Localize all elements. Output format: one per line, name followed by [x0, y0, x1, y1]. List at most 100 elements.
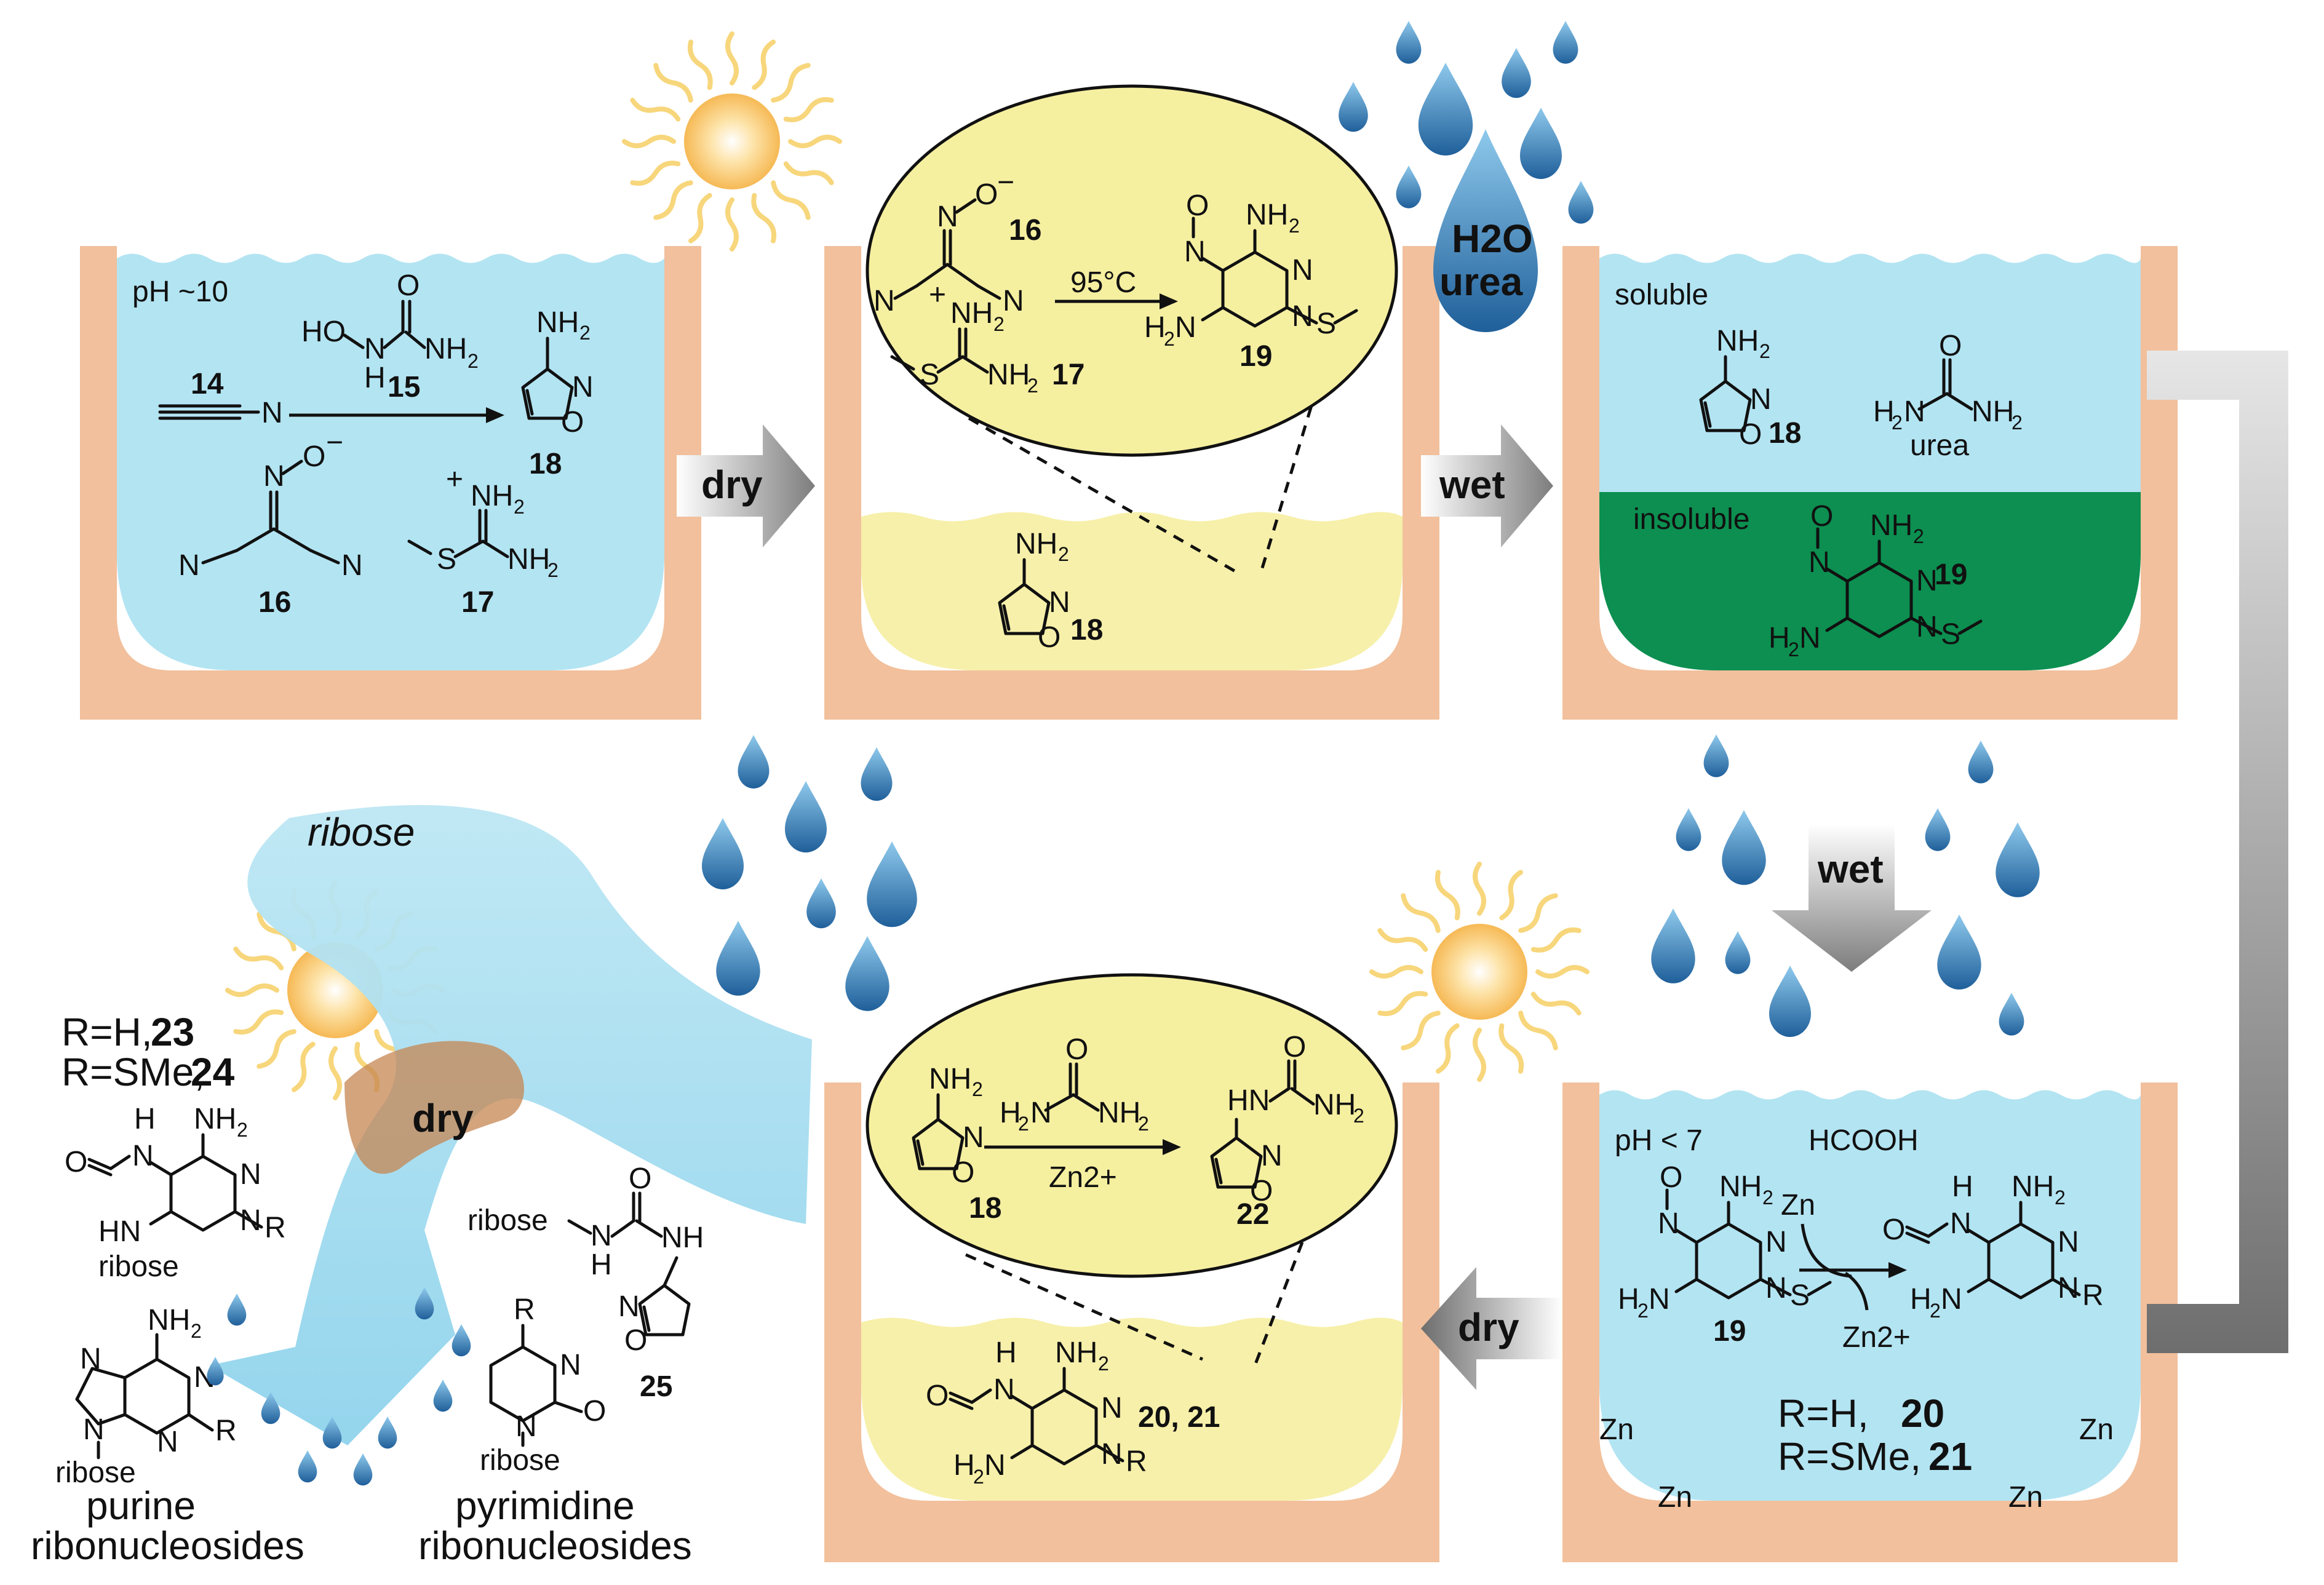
svg-text:HN: HN: [1227, 1084, 1270, 1117]
clay-basin: [1562, 1082, 2178, 1562]
clay-basin: [1562, 246, 2178, 720]
urea-structure: O H 2 N NH 2: [1000, 1033, 1149, 1135]
svg-text:N: N: [83, 1413, 105, 1446]
zinc-ion-arrow: [1844, 1271, 1869, 1311]
svg-text:R: R: [1126, 1445, 1147, 1478]
dry-label: dry: [412, 1096, 474, 1140]
sun-ray: [1499, 870, 1523, 921]
svg-text:R: R: [215, 1415, 237, 1447]
panel-5-dry-pool: NH 2 N O 18 O H 2 N NH 2 Zn2+ HN: [824, 973, 1439, 1562]
sun-ray: [751, 193, 776, 244]
svg-text:H: H: [134, 1103, 156, 1135]
zoom-guide: [968, 416, 1238, 574]
compound-16-label: 16: [1009, 214, 1041, 247]
water: [117, 253, 664, 670]
raindrop-icon: [1520, 108, 1562, 179]
raindrop-icon: [1999, 993, 2024, 1036]
raindrop-icon: [1433, 129, 1538, 332]
svg-text:ribose: ribose: [98, 1250, 179, 1283]
svg-text:N: N: [364, 333, 386, 365]
raindrop-icon: [867, 841, 917, 928]
compound-20-label: 20: [1901, 1391, 1944, 1436]
r-sme-label: R=SMe,: [1778, 1434, 1921, 1479]
sun-ray: [233, 1009, 284, 1035]
raindrop-icon: [433, 1380, 453, 1412]
svg-text:O: O: [65, 1146, 87, 1178]
svg-text:+: +: [929, 279, 946, 311]
formamido-pyrimidine-structure: NH 2 N N R N H O H 2 N: [926, 1337, 1147, 1488]
sun-ray: [1369, 965, 1423, 979]
sun-ray: [653, 63, 693, 103]
svg-text:NH: NH: [1313, 1089, 1356, 1121]
dry-transition-arrow: dry: [677, 424, 815, 547]
svg-text:S: S: [1941, 618, 1960, 651]
svg-text:NH: NH: [661, 1222, 704, 1254]
svg-text:N: N: [1049, 586, 1070, 619]
svg-text:N: N: [1292, 254, 1313, 287]
purine-label-line1: purine: [86, 1484, 196, 1528]
raindrop-icon: [1925, 808, 1951, 851]
block-arrow-icon: [1421, 1267, 1562, 1390]
compound-18-label: 18: [1070, 614, 1103, 646]
block-arrow-icon: [1421, 424, 1553, 547]
ribosyl-isoxazolyl-urea-structure: ribose N H O NH N O 25: [468, 1162, 704, 1403]
svg-text:−: −: [997, 166, 1014, 199]
svg-text:N: N: [1175, 311, 1196, 344]
svg-text:N: N: [1799, 622, 1821, 654]
aminoisoxazole-structure: NH 2 N O 18: [1699, 325, 1801, 451]
wet-label: wet: [1817, 847, 1884, 891]
urea-label: urea: [1439, 260, 1523, 304]
raindrop-icon: [785, 781, 827, 852]
svg-text:NH: NH: [987, 359, 1030, 391]
svg-text:2: 2: [993, 313, 1005, 335]
dicyano-oxime-structure: N O − N N 16: [178, 426, 363, 619]
svg-text:N: N: [591, 1220, 612, 1252]
svg-text:H: H: [364, 362, 386, 394]
sun-ray: [1377, 991, 1428, 1016]
dry-label: dry: [701, 463, 763, 507]
svg-text:O: O: [926, 1380, 949, 1412]
svg-text:NH: NH: [1972, 395, 2014, 428]
svg-text:2: 2: [1930, 1300, 1941, 1322]
compound-24-label: 24: [191, 1050, 235, 1094]
svg-text:2: 2: [1353, 1105, 1364, 1127]
sun-ray: [622, 135, 676, 148]
svg-text:HO: HO: [301, 316, 346, 348]
svg-text:H: H: [1769, 622, 1790, 654]
aminoisoxazole-structure: NH 2 N O 18: [998, 528, 1103, 654]
svg-text:O: O: [1810, 500, 1833, 533]
arrowhead: [1160, 293, 1178, 309]
svg-text:H: H: [953, 1449, 975, 1482]
block-arrow-icon: [677, 424, 815, 547]
insoluble-layer: [1599, 492, 2141, 670]
svg-text:N: N: [1809, 546, 1830, 579]
svg-text:O: O: [1038, 621, 1061, 654]
raindrop-icon: [1396, 165, 1422, 209]
svg-text:2: 2: [1759, 340, 1770, 362]
r-h-label: R=H,: [1778, 1391, 1869, 1436]
svg-text:NH: NH: [507, 543, 550, 576]
sun-ray: [1530, 991, 1582, 1015]
temperature-label: 95°C: [1070, 266, 1136, 299]
sun-ray: [1518, 1011, 1558, 1051]
sun-ray: [328, 1046, 342, 1100]
methylisothiourea-structure: + NH 2 S NH 2 17: [407, 463, 559, 619]
sun-ray: [725, 197, 739, 252]
zoom-ellipse: [866, 973, 1398, 1278]
raindrop-icon: [1418, 63, 1473, 156]
svg-text:NH: NH: [1870, 509, 1912, 542]
raindrop-icon: [1722, 810, 1766, 885]
svg-text:NH: NH: [2012, 1170, 2054, 1203]
svg-text:H: H: [1952, 1170, 1973, 1203]
svg-text:N: N: [240, 1158, 261, 1191]
sun-ray: [783, 161, 834, 185]
svg-text:2: 2: [191, 1320, 202, 1342]
sun-ray: [771, 63, 811, 103]
svg-text:NH: NH: [1719, 1170, 1762, 1203]
sun-icon: [622, 31, 842, 252]
svg-text:−: −: [326, 426, 343, 459]
svg-text:S: S: [1790, 1279, 1810, 1312]
panel-2-dry-pool: N O − N N 16 + NH 2 S NH 2 17 95°C: [824, 84, 1439, 720]
zinc-ion-label: Zn2+: [1842, 1321, 1911, 1354]
